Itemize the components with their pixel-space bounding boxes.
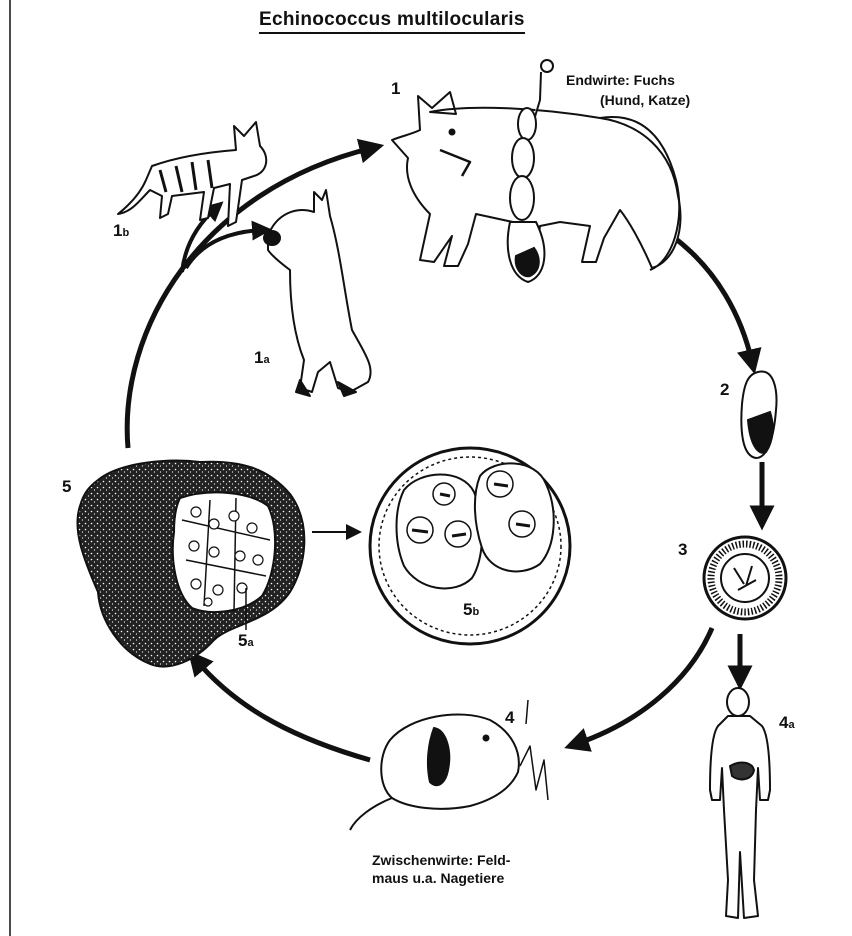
stage-5-label: 5	[62, 478, 71, 495]
stage-1b-label: 1b	[113, 222, 129, 239]
cat-illustration	[118, 122, 266, 226]
stage-1b-suffix: b	[122, 227, 129, 239]
proglottid-illustration	[741, 372, 776, 458]
arrow-4-to-5	[196, 660, 370, 760]
definitive-hosts-line2: (Hund, Katze)	[600, 92, 690, 109]
stage-5a-suffix: a	[247, 637, 253, 649]
stage-5a-label: 5a	[238, 632, 254, 649]
intermediate-hosts-line2: maus u.a. Nagetiere	[372, 870, 504, 887]
definitive-hosts-line1: Endwirte: Fuchs	[566, 72, 675, 89]
intermediate-hosts-line1: Zwischenwirte: Feld-	[372, 852, 510, 869]
liver-illustration	[77, 461, 304, 667]
stage-4a-suffix: a	[788, 719, 794, 731]
arrow-1-to-2	[672, 236, 752, 362]
arrow-3-to-4	[576, 628, 712, 744]
stage-4a-label: 4a	[779, 714, 795, 731]
stage-5b-suffix: b	[472, 606, 479, 618]
stage-1-label: 1	[391, 80, 400, 97]
stage-5b-label: 5b	[463, 601, 479, 618]
stage-1a-label: 1a	[254, 349, 270, 366]
human-silhouette-illustration	[710, 688, 770, 918]
vole-illustration	[350, 700, 548, 830]
stage-2-label: 2	[720, 381, 729, 398]
dog-illustration	[264, 190, 371, 396]
stage-3-label: 3	[678, 541, 687, 558]
stage-1a-suffix: a	[263, 354, 269, 366]
diagram-title: Echinococcus multilocularis	[259, 10, 525, 34]
stage-4-label: 4	[505, 709, 514, 726]
egg-illustration	[704, 537, 786, 619]
